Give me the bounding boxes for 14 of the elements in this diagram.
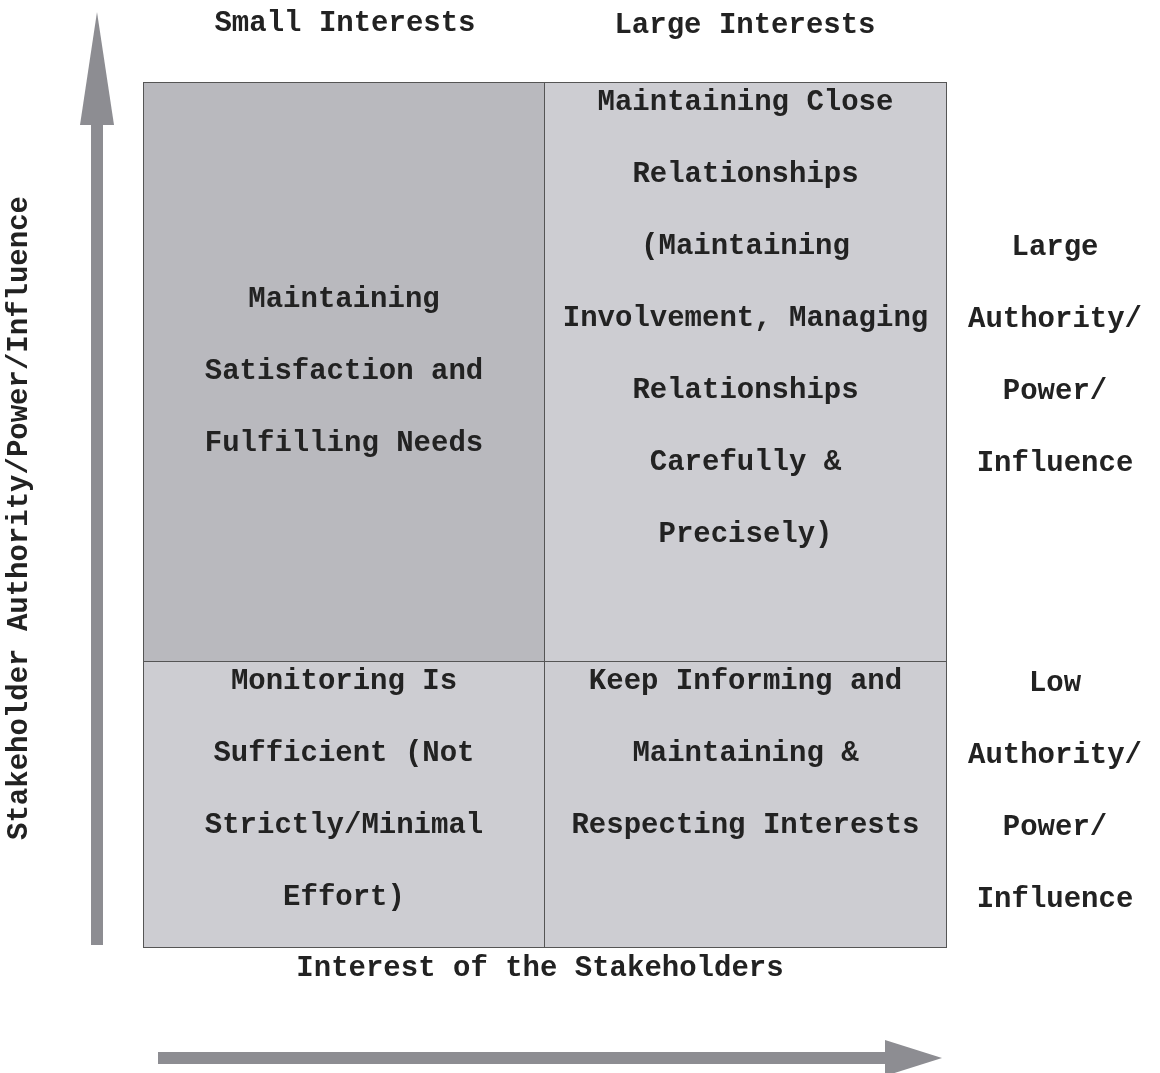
- axis-label: Stakeholder Authority/Power/Influence: [2, 195, 37, 842]
- quadrant-cell: [143, 661, 545, 948]
- quadrant-text: Maintaining Satisfaction and Fulfilling Needs: [203, 282, 485, 462]
- quadrant-text: Monitoring Is Sufficient (Not Strictly/Minimal Effort): [203, 664, 485, 916]
- column-heading: Large Interests: [613, 8, 877, 44]
- quadrant-cell: [143, 82, 545, 662]
- quadrant-cell: [544, 82, 947, 662]
- column-heading: Small Interests: [213, 6, 477, 42]
- quadrant-cell: [544, 661, 947, 948]
- axis-label: Interest of the Stakeholders: [295, 951, 785, 987]
- row-heading: Low Authority/ Power/ Influence: [967, 666, 1143, 918]
- quadrant-text: Maintaining Close Relationships (Maintaining Involvement, Managing Relationships Carefully & Precisely): [561, 85, 930, 553]
- quadrant-text: Keep Informing and Maintaining & Respecting Interests: [570, 664, 921, 844]
- row-heading: Large Authority/ Power/ Influence: [967, 230, 1143, 482]
